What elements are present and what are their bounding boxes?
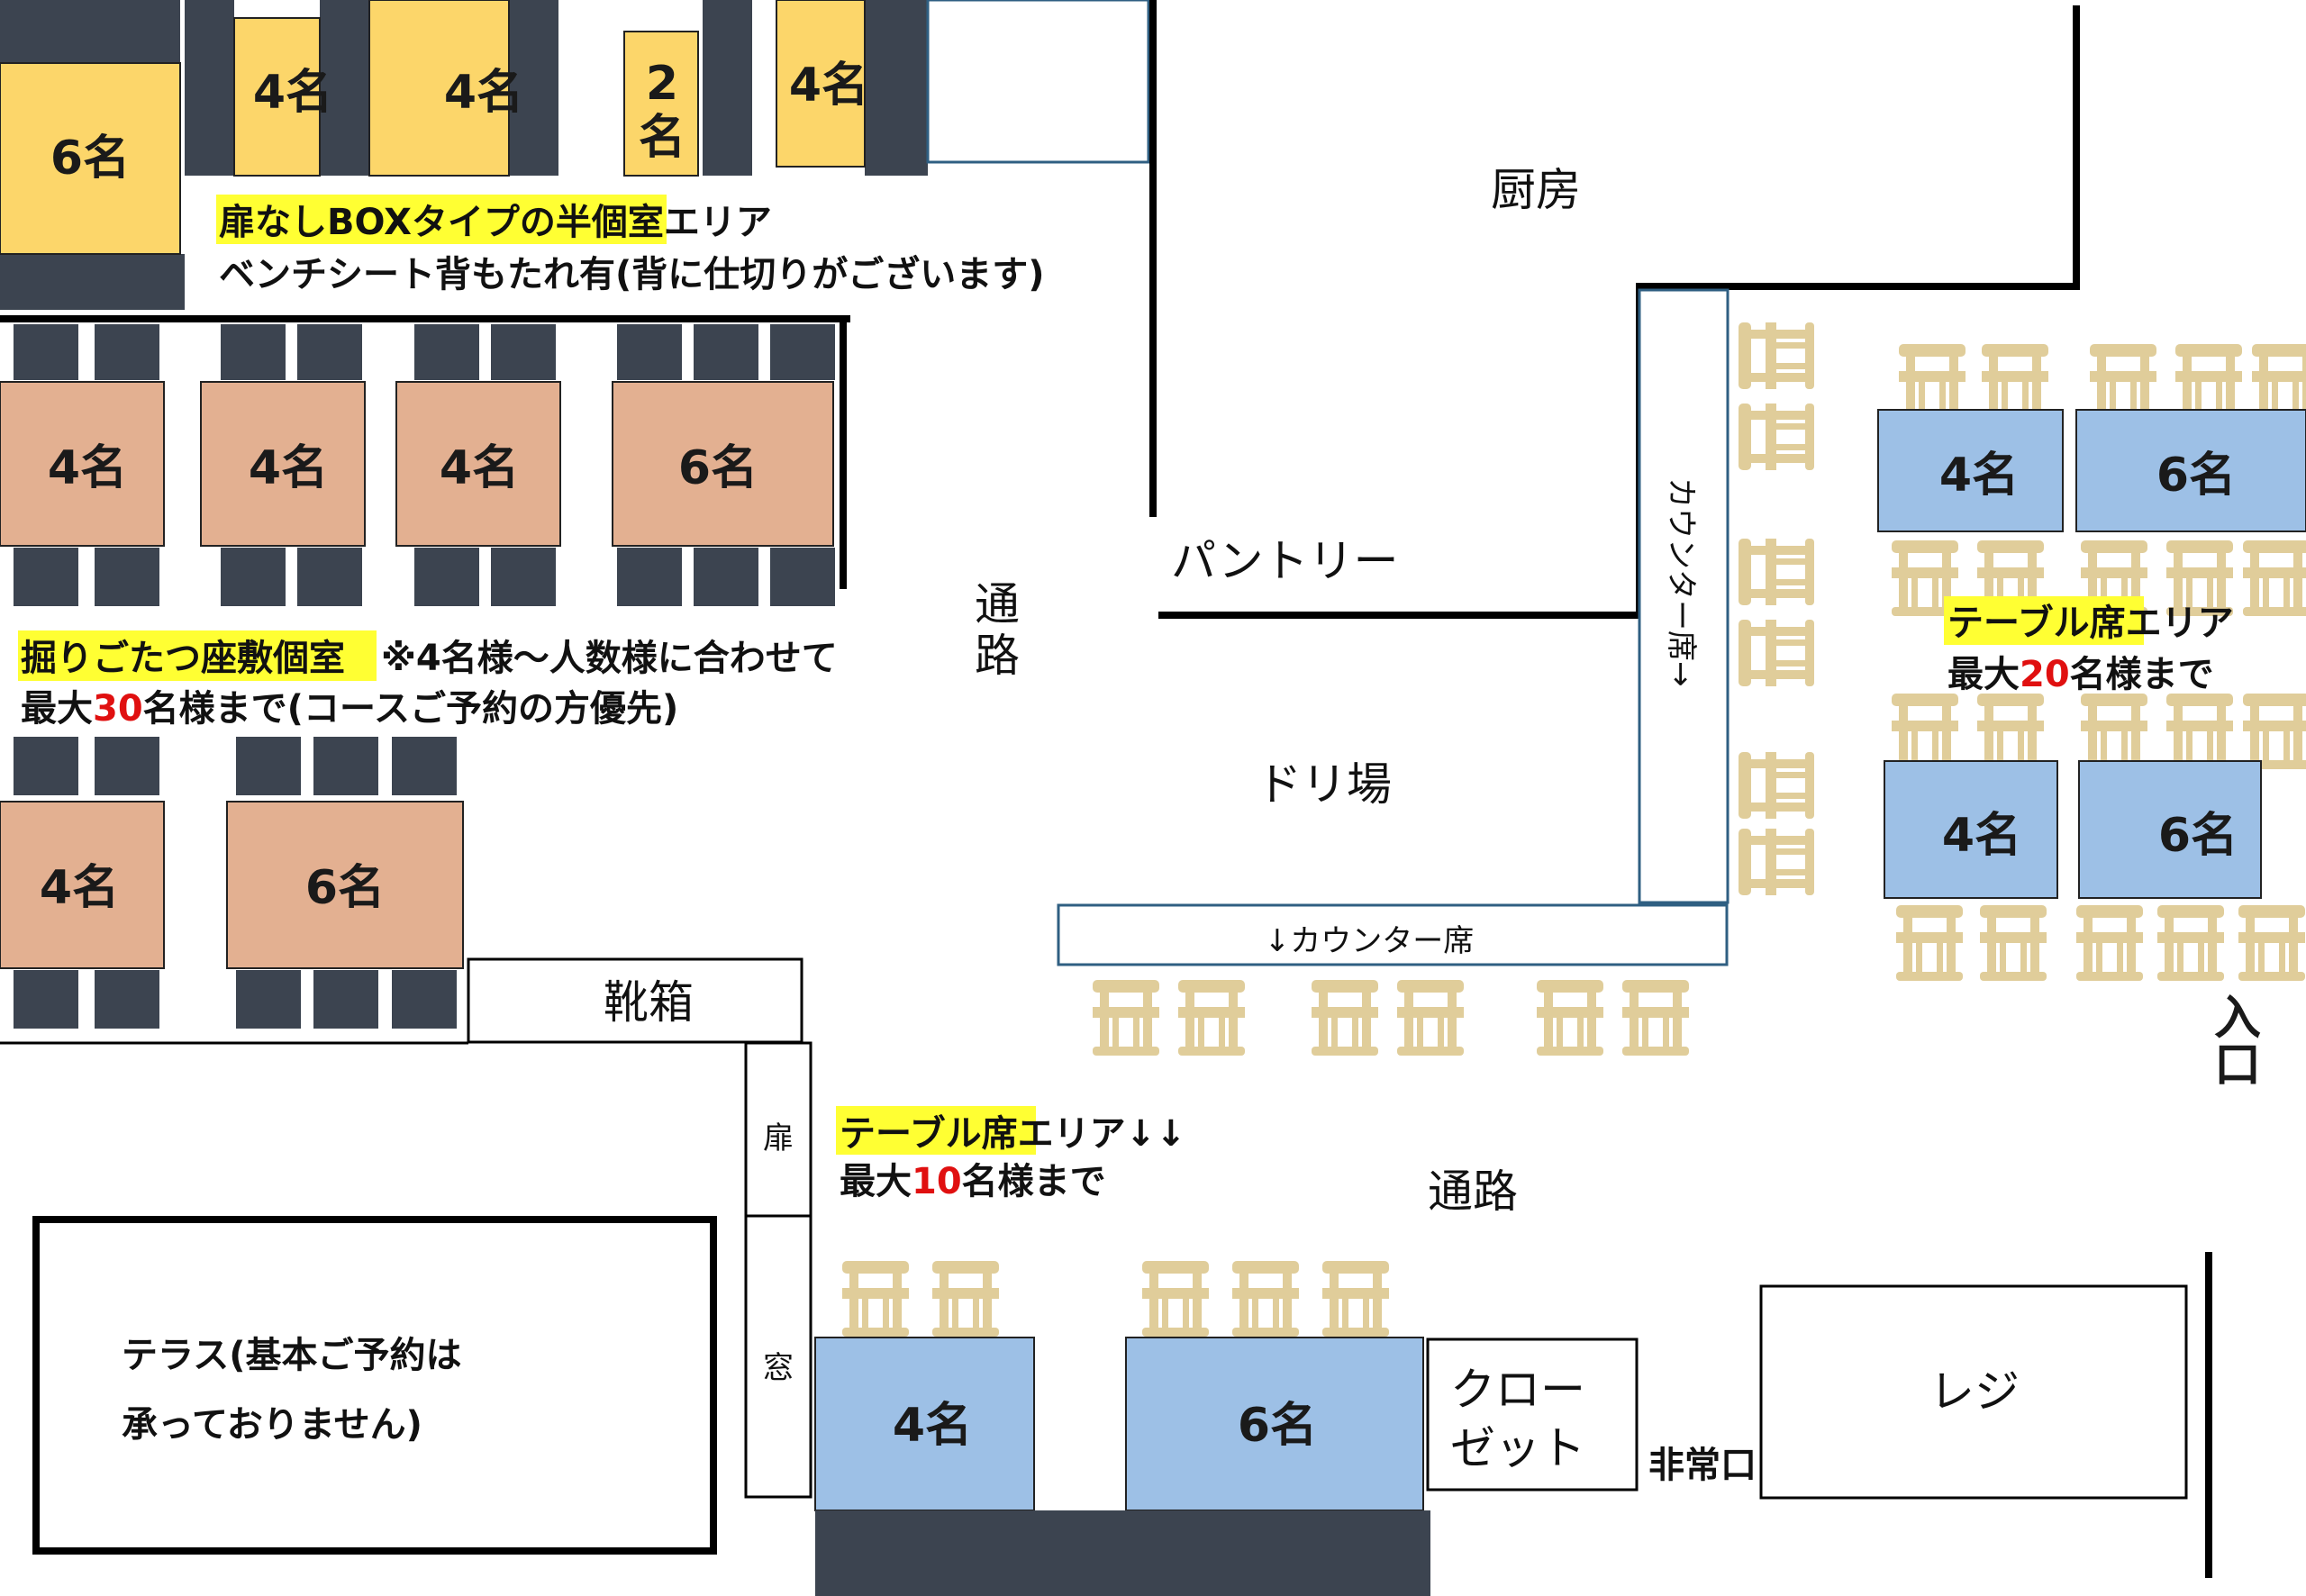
bench-cushion xyxy=(320,0,369,176)
counter-stools-horizontal xyxy=(1093,980,1689,1056)
table[interactable] xyxy=(1125,1337,1424,1511)
closet xyxy=(1426,1338,1639,1492)
table[interactable] xyxy=(2078,760,2262,899)
tatami-table[interactable] xyxy=(0,381,165,547)
aisle-bottom-label: 通路 xyxy=(1428,1165,1518,1218)
emergency-exit-label[interactable]: 非常口 xyxy=(1648,1445,1757,1486)
bench-cushion xyxy=(865,0,928,176)
table[interactable] xyxy=(814,1337,1035,1511)
box-table-label: 6名 xyxy=(50,131,130,186)
tatami-table[interactable] xyxy=(612,381,834,547)
table-label: 4名 xyxy=(893,1399,972,1453)
terrace-label-1: テラス(基本ご予約は xyxy=(122,1335,461,1376)
box-table-label: 4名 xyxy=(253,66,332,120)
box-caption: 扉なしBOXタイプの半個室エリア xyxy=(219,202,772,243)
box-table-label: 4名 xyxy=(789,59,868,113)
tatami-table-label: 4名 xyxy=(40,861,119,915)
box-seat-area: 6名 4名 4名 2 名 4名 扉なしBOXタイプの半個室エリア ベンチシート背… xyxy=(0,0,1045,310)
terrace-label-2: 承っておりません) xyxy=(122,1404,422,1446)
box-table-label-2: 2 xyxy=(646,57,678,111)
terrace xyxy=(32,1216,717,1555)
bench-cushion xyxy=(185,0,234,176)
counter-horizontal xyxy=(1057,903,1729,966)
table-label: 6名 xyxy=(2156,449,2236,503)
tatami-area: 4名 4名 4名 6名 掘りごたつ座敷個室 ※4名様～人数様に合わせて 最大30… xyxy=(0,324,838,1045)
door-label: 扉 xyxy=(763,1120,794,1156)
box-table[interactable] xyxy=(368,0,510,177)
aisle-vertical-1: 通 xyxy=(975,578,1020,630)
table[interactable] xyxy=(1877,409,2064,532)
table-area-bottom: テーブル席エリア↓↓ 最大10名様まで 4名 6名 xyxy=(814,1106,1430,1596)
entrance-label-1[interactable]: 入 xyxy=(2214,992,2261,1046)
counter-vertical xyxy=(1638,288,1730,904)
right-caption-line2: 最大20名様まで xyxy=(1947,654,2214,695)
table-label: 6名 xyxy=(2158,809,2238,863)
tatami-table[interactable] xyxy=(0,801,165,969)
bench-cushion xyxy=(509,0,558,176)
bench-cushion xyxy=(0,0,180,63)
counter-horizontal-label: ↓カウンター席 xyxy=(1265,923,1475,959)
table[interactable] xyxy=(2075,409,2306,532)
shoe-box-label: 靴箱 xyxy=(604,976,694,1029)
counter-vertical-label: カウンター席→ xyxy=(1663,477,1699,687)
box-table-label-2b: 名 xyxy=(639,111,685,165)
table-area-right: 4名 6名 テーブル席エリア 最大20名様まで 4名 6名 xyxy=(1877,344,2306,981)
register-label: レジ xyxy=(1929,1365,2020,1418)
box-table[interactable] xyxy=(0,62,181,255)
shoe-box xyxy=(467,957,803,1044)
box-caption-line2: ベンチシート背もたれ有(背に仕切りがございます) xyxy=(219,254,1045,295)
right-caption-highlight xyxy=(1944,596,2144,645)
box-table[interactable] xyxy=(776,0,866,168)
tatami-caption-highlight xyxy=(18,630,377,681)
door[interactable] xyxy=(744,1041,813,1218)
tatami-table-label: 4名 xyxy=(440,441,519,495)
closet-label-2: ゼット xyxy=(1450,1422,1585,1474)
bottom-caption: テーブル席エリア↓↓ xyxy=(840,1113,1186,1155)
tatami-table[interactable] xyxy=(200,381,366,547)
table-label: 4名 xyxy=(1939,449,2019,503)
table-label: 6名 xyxy=(1238,1399,1317,1453)
drink-station-label: ドリ場 xyxy=(1257,758,1392,811)
closet-label-1: クロー xyxy=(1450,1364,1585,1416)
bottom-caption-line2: 最大10名様まで xyxy=(840,1161,1106,1202)
bench-cushion xyxy=(0,254,185,310)
tatami-table[interactable] xyxy=(226,801,464,969)
tatami-table-label: 4名 xyxy=(249,441,328,495)
kitchen-label: 厨房 xyxy=(1491,164,1581,216)
tatami-caption: 掘りごたつ座敷個室 ※4名様～人数様に合わせて xyxy=(21,638,838,679)
box-caption-highlight xyxy=(216,195,667,244)
bottom-caption-highlight xyxy=(836,1106,1036,1155)
box-table-label: 4名 xyxy=(444,66,523,120)
right-caption: テーブル席エリア xyxy=(1947,603,2234,644)
box-table[interactable] xyxy=(233,17,321,177)
tatami-table-label: 4名 xyxy=(48,441,127,495)
register xyxy=(1759,1284,2188,1500)
aisle-vertical-2: 路 xyxy=(975,630,1020,682)
cabinet xyxy=(926,0,1150,164)
tatami-caption-line2: 最大30名様まで(コースご予約の方優先) xyxy=(21,688,678,730)
tatami-table-label: 6名 xyxy=(678,441,758,495)
counter-stools-vertical xyxy=(1739,322,1814,895)
window xyxy=(744,1214,813,1499)
table[interactable] xyxy=(1884,760,2058,899)
window-label: 窓 xyxy=(763,1350,794,1386)
tatami-table-label: 6名 xyxy=(305,861,385,915)
box-table[interactable] xyxy=(623,31,699,177)
tatami-table[interactable] xyxy=(395,381,561,547)
bench-cushion xyxy=(815,1510,1430,1596)
entrance-label-2[interactable]: 口 xyxy=(2214,1038,2261,1093)
table-label: 4名 xyxy=(1942,809,2021,863)
bench-cushion xyxy=(703,0,752,176)
pantry-label: パントリー xyxy=(1171,535,1399,587)
